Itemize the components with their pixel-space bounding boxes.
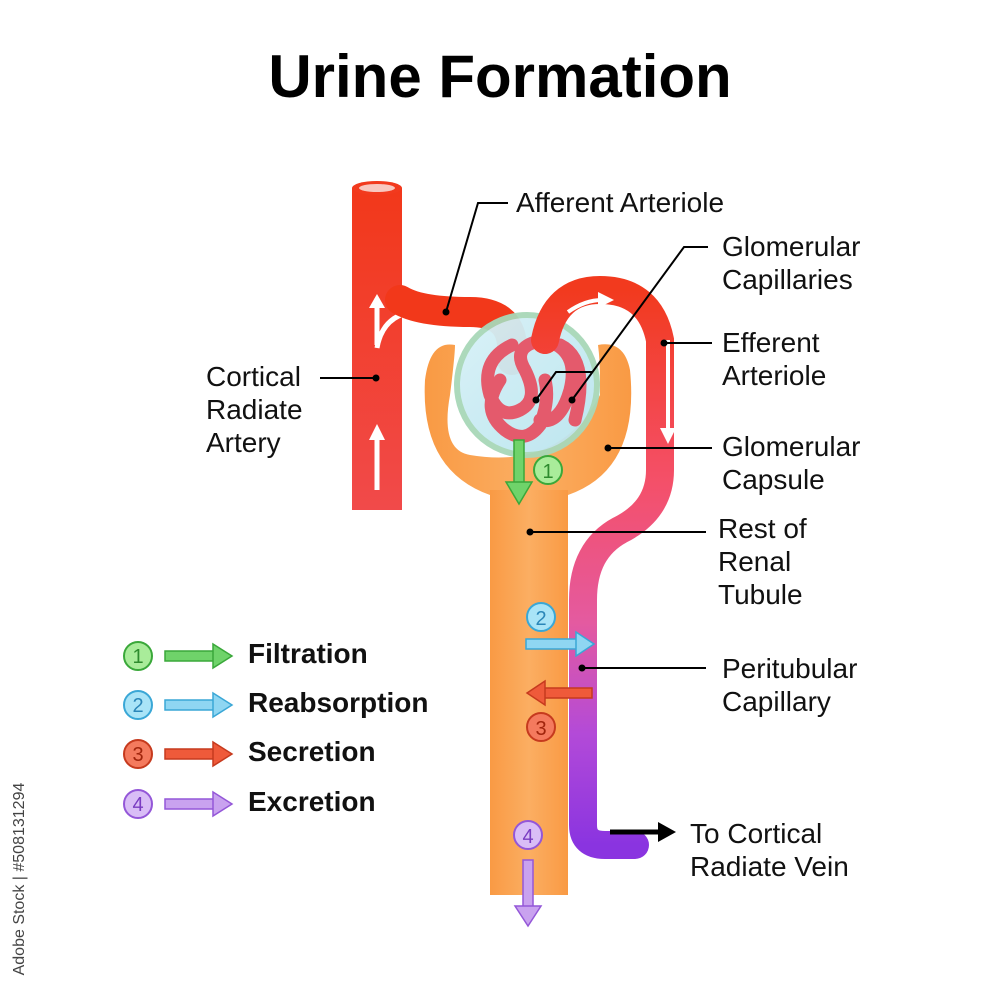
label-line: Renal [718, 546, 792, 577]
label-line: Capillaries [722, 264, 853, 295]
label-line: Arteriole [722, 360, 827, 391]
filtration-number: 1 [542, 461, 553, 483]
reabsorption-arrow [525, 630, 596, 658]
legend-number-1: 1 [132, 646, 143, 668]
secretion-number: 3 [535, 718, 546, 740]
label-line: Afferent Arteriole [516, 187, 725, 218]
label-line: Efferent [722, 327, 820, 358]
efferent-arteriole [531, 275, 674, 859]
label-afferent-arteriole: Afferent Arteriole [516, 186, 724, 219]
cortical-radiate-artery [352, 181, 420, 510]
legend-number-2: 2 [132, 695, 143, 717]
legend-label: Excretion [248, 786, 376, 817]
glomerular-capillaries [481, 333, 587, 443]
label-line: Cortical [206, 361, 301, 392]
legend-graphics [123, 641, 234, 819]
filtration-marker: 1 [533, 455, 563, 485]
label-line: Tubule [718, 579, 803, 610]
vein-outflow-arrow [610, 822, 676, 842]
excretion-marker: 4 [513, 820, 543, 850]
legend-number-4: 4 [132, 794, 143, 816]
legend-label: Reabsorption [248, 687, 429, 718]
legend-label: Filtration [248, 638, 368, 669]
label-cortical-radiate-artery: Cortical Radiate Artery [206, 360, 303, 459]
filtration-arrow [504, 439, 534, 506]
label-line: Glomerular [722, 431, 861, 462]
label-glomerular-capsule: Glomerular Capsule [722, 430, 860, 496]
label-line: Capillary [722, 686, 831, 717]
label-line: Rest of [718, 513, 807, 544]
leader-glomerular-capillaries-2 [535, 371, 592, 401]
label-line: Artery [206, 427, 281, 458]
legend-number-3: 3 [132, 744, 143, 766]
stock-id-text: Adobe Stock | #508131294 [11, 782, 28, 976]
reabsorption-marker: 2 [526, 602, 556, 632]
label-line: Glomerular [722, 231, 861, 262]
label-rest-of-renal-tubule: Rest of Renal Tubule [718, 512, 807, 611]
excretion-number: 4 [522, 826, 533, 848]
page-title: Urine Formation [268, 43, 732, 110]
legend-label: Secretion [248, 736, 376, 767]
secretion-marker: 3 [526, 712, 556, 742]
label-line: To Cortical [690, 818, 823, 849]
label-line: Radiate [206, 394, 303, 425]
leader-dots [372, 308, 668, 672]
label-glomerular-capillaries: Glomerular Capillaries [722, 230, 860, 296]
label-to-cortical-radiate-vein: To Cortical Radiate Vein [690, 817, 849, 883]
excretion-arrow [513, 859, 543, 928]
label-efferent-arteriole: Efferent Arteriole [722, 326, 826, 392]
stock-id-watermark: Adobe Stock | #508131294 [10, 770, 30, 990]
label-line: Peritubular [722, 653, 858, 684]
legend-numbers: 1 2 3 4 [132, 646, 143, 816]
secretion-arrow [525, 679, 593, 707]
leader-afferent [445, 202, 508, 313]
label-peritubular-capillary: Peritubular Capillary [722, 652, 857, 718]
label-line: Radiate Vein [690, 851, 849, 882]
reabsorption-number: 2 [535, 608, 546, 630]
leader-lines [320, 202, 712, 669]
label-line: Capsule [722, 464, 825, 495]
leader-glomerular-capillaries-1 [571, 246, 708, 401]
